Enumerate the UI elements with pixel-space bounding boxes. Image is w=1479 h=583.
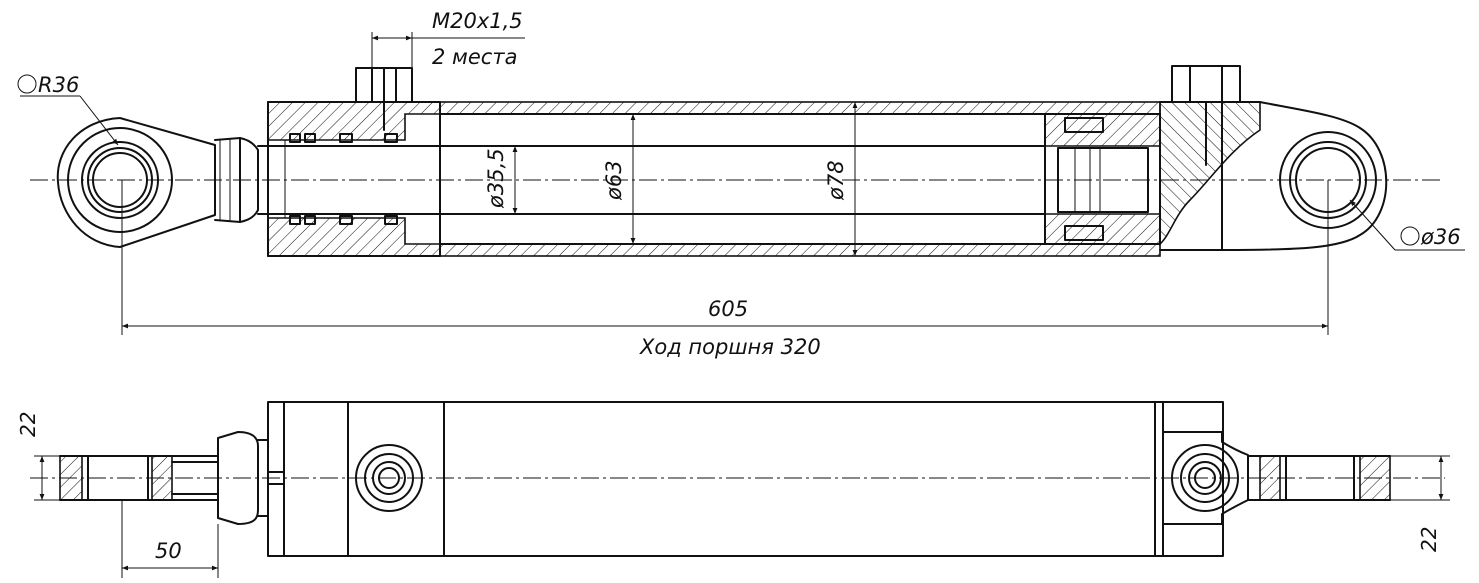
eye-offset-dim	[121, 500, 219, 578]
piston	[1044, 113, 1161, 245]
overall-length-label: 605	[708, 297, 748, 321]
eye-width-left-dim	[34, 455, 60, 501]
pin-diameter-label: ø36	[1420, 225, 1461, 249]
eye-width-left-label: 22	[16, 412, 40, 437]
thread-qty-label: 2 места	[432, 45, 517, 69]
rear-cap	[1159, 101, 1388, 251]
length-dimension	[121, 180, 1329, 335]
eye-radius-label: R36	[38, 73, 79, 97]
diameter-dims	[512, 102, 858, 256]
piston-rod	[257, 145, 1046, 215]
port-right	[1171, 65, 1241, 166]
cylinder-body	[267, 401, 1224, 557]
port-left	[355, 67, 413, 131]
top-view: 22 22 50	[16, 401, 1450, 578]
radius-callout	[17, 74, 119, 146]
left-rod-end	[59, 431, 269, 525]
eye-offset-label: 50	[155, 539, 182, 563]
port-right-top	[1162, 431, 1249, 525]
section-view: ø35,5 ø63 ø78 M20x1,5 2 места R36 ø36	[17, 9, 1465, 359]
bore-diameter-label: ø63	[602, 160, 626, 201]
right-rod-end	[1247, 455, 1391, 501]
thread-callout	[371, 32, 525, 68]
port-left-top	[355, 444, 423, 512]
rod-diameter-label: ø35,5	[484, 148, 508, 209]
stroke-label: Ход поршня 320	[639, 335, 821, 359]
eye-width-right-dim	[1390, 455, 1450, 501]
tube-diameter-label: ø78	[824, 160, 848, 201]
pin-diameter-callout	[1349, 199, 1465, 251]
rod-gland	[267, 101, 441, 257]
thread-label: M20x1,5	[432, 9, 523, 33]
eye-width-right-label: 22	[1417, 527, 1441, 552]
left-eye	[56, 117, 259, 248]
